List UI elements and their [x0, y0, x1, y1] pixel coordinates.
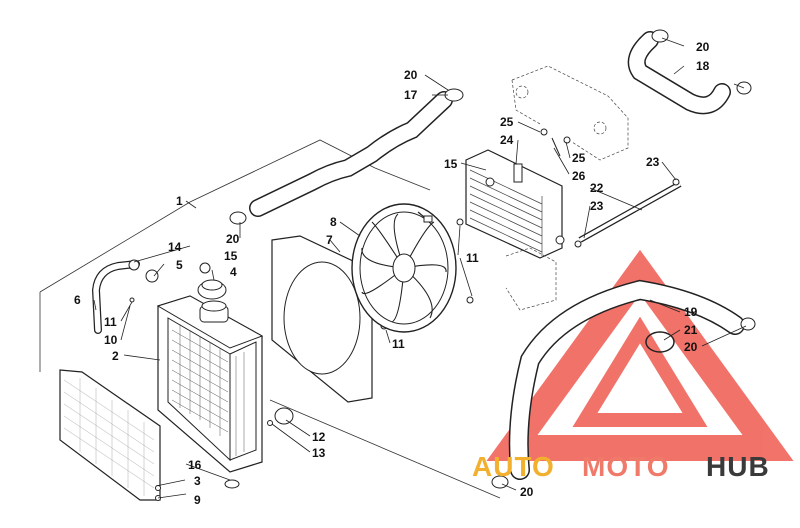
watermark-logo	[486, 249, 794, 461]
callout-1: 1	[176, 194, 183, 208]
callout-12: 12	[312, 430, 326, 444]
callout-9: 9	[194, 493, 201, 507]
callout-10: 10	[104, 333, 118, 347]
radiator-core	[171, 324, 245, 456]
callout-2: 2	[112, 349, 119, 363]
fasteners-top	[128, 218, 474, 330]
callout-19: 19	[684, 305, 698, 319]
callout-5: 5	[176, 258, 183, 272]
callout-21: 21	[684, 323, 698, 337]
callout-20-bottom: 20	[520, 485, 534, 499]
callout-16: 16	[188, 458, 202, 472]
callout-4: 4	[230, 265, 237, 279]
watermark-moto: MOTO	[582, 451, 669, 482]
callout-20-hose18: 20	[696, 40, 710, 54]
callout-11-right: 11	[466, 251, 479, 265]
watermark-text: AUTO MOTO HUB	[472, 451, 770, 482]
callout-17: 17	[404, 88, 418, 102]
leader-lines	[93, 37, 747, 499]
oil-line	[574, 178, 682, 248]
overflow-tube	[91, 260, 140, 334]
callout-8: 8	[330, 215, 337, 229]
callout-25-right: 25	[572, 151, 586, 165]
callout-23-top: 23	[646, 155, 660, 169]
callout-18: 18	[696, 59, 710, 73]
callout-26: 26	[572, 169, 586, 183]
callout-20-right: 20	[684, 340, 698, 354]
engine-bracket-dashed	[505, 65, 629, 311]
watermark-hub: HUB	[706, 451, 770, 482]
upper-radiator-hose	[229, 88, 464, 225]
callout-11-fan: 11	[392, 337, 405, 351]
fan-shroud	[271, 235, 373, 403]
oil-cooler	[465, 149, 565, 259]
callout-14: 14	[168, 240, 182, 254]
callout-15-cooler: 15	[444, 157, 458, 171]
cooling-fan	[351, 203, 457, 333]
callout-15-cap: 15	[224, 249, 238, 263]
callout-labels: 1 2 3 4 5 6 7 8 9 10 11 11 11 12 13 14 1…	[74, 40, 710, 507]
callout-3: 3	[194, 474, 201, 488]
callout-24: 24	[500, 133, 514, 147]
callout-13: 13	[312, 446, 326, 460]
drain-fitting	[267, 407, 294, 426]
watermark-auto: AUTO	[472, 451, 555, 482]
callout-22: 22	[590, 181, 604, 195]
bracket-screws	[540, 128, 571, 157]
callout-11-left: 11	[104, 315, 117, 329]
callout-23-bottom: 23	[590, 199, 604, 213]
hose-18	[627, 29, 752, 115]
callout-20-left: 20	[226, 232, 240, 246]
callout-20-top: 20	[404, 68, 418, 82]
callout-25-left: 25	[500, 115, 514, 129]
radiator-screen	[59, 369, 240, 501]
callout-7: 7	[326, 233, 333, 247]
callout-6: 6	[74, 293, 81, 307]
lower-hose-19	[491, 279, 756, 489]
